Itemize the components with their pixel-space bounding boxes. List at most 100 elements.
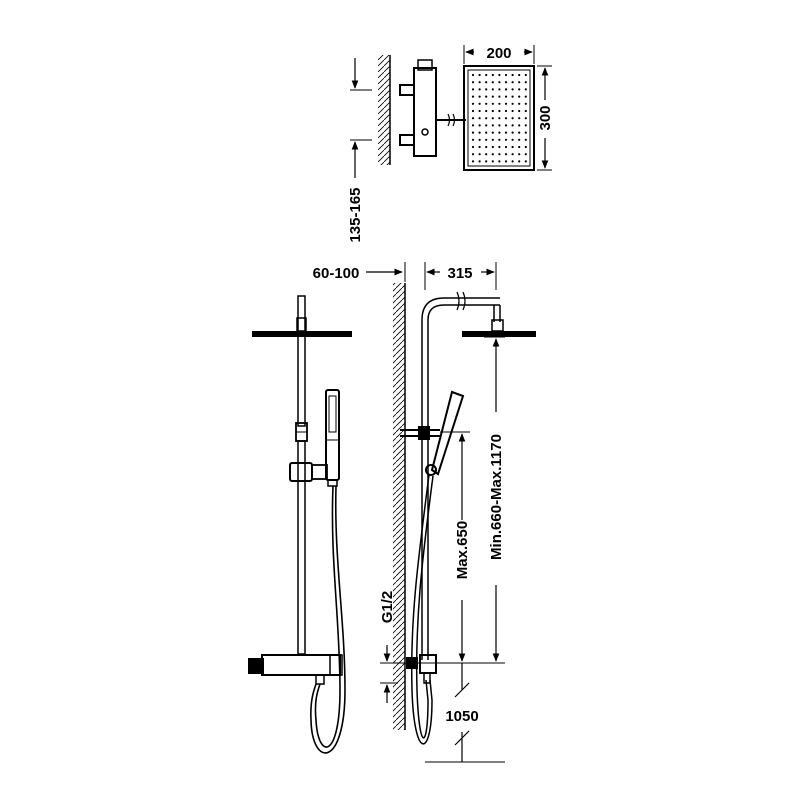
side-wall-hatch [393,283,405,730]
nozzle-dot [491,88,494,91]
dim-mount-height: 1050 [425,663,505,763]
dim-mount-height-label: 1050 [445,708,478,725]
nozzle-dot [524,145,527,149]
nozzle-dot [511,81,514,84]
nozzle-dot [491,124,494,127]
nozzle-dot [491,109,494,113]
dim-valve-spacing-label: 135-165 [347,187,364,242]
nozzle-dot [518,88,521,91]
nozzle-dot [524,109,527,113]
nozzle-dot [485,124,488,127]
nozzle-dot [518,124,521,127]
slider-bracket [289,462,328,482]
nozzle-dot [504,88,508,91]
nozzle-dot [504,160,508,163]
dim-column-height-label: Min.660-Max.1170 [488,434,505,560]
dim-column-height: Min.660-Max.1170 [484,336,505,662]
dim-inlet-thread: G1/2 [379,591,398,703]
nozzle-dot [478,124,481,127]
nozzle-dot [491,73,494,77]
nozzle-dot [478,117,481,120]
hand-shower-front [325,389,340,487]
shower-arm-side [421,297,500,321]
nozzle-dot [485,109,488,113]
nozzle-dot [511,88,514,91]
nozzle-dot [471,124,475,127]
hose-front [314,485,341,748]
nozzle-dot [498,124,501,127]
nozzle-dot [498,81,501,84]
nozzle-dot [491,160,494,163]
nozzle-dot [511,73,514,77]
nozzle-dot [471,109,475,113]
mixer-side [406,654,437,684]
nozzle-dot [471,131,475,134]
nozzle-dot [491,153,494,156]
nozzle-dot [511,117,514,120]
rain-head-front [252,331,352,337]
nozzle-dot [471,117,475,120]
nozzle-dot [471,153,475,156]
nozzle-dot [471,138,475,141]
nozzle-dot [498,95,501,98]
nozzle-dot [485,160,488,163]
dim-head-depth-label: 300 [537,105,554,130]
nozzle-dot [491,138,494,141]
nozzle-dot [504,117,508,120]
nozzle-dot [471,160,475,163]
nozzle-dot [498,138,501,141]
nozzle-dot [498,102,501,105]
side-view [393,283,536,745]
nozzle-dot [478,73,481,77]
nozzle-dot [485,153,488,156]
dim-arm-reach-label: 315 [447,265,472,282]
dim-head-width-label: 200 [486,45,511,62]
nozzle-dot [518,95,521,98]
column-lower [297,440,306,655]
nozzle-dot [518,102,521,105]
nozzle-dot [518,117,521,120]
nozzle-dot [504,95,508,98]
dim-wall-offset: 60-100 [313,262,406,282]
nozzle-dot [524,73,527,77]
nozzle-dot [524,117,527,120]
dim-handset-max: Max.650 [440,431,471,662]
hose-side [410,474,433,745]
nozzle-dot [511,95,514,98]
nozzle-dot [498,117,501,120]
nozzle-dot [485,88,488,91]
wall-bracket-side [400,426,440,440]
nozzle-dot [491,102,494,105]
nozzle-dot [471,145,475,149]
nozzle-dot [478,109,481,113]
top-view: 200 300 135-165 [347,45,554,243]
nozzle-dot [478,95,481,98]
nozzle-dot [491,145,494,149]
nozzle-dot [518,109,521,113]
nozzle-dot [491,117,494,120]
nozzle-grid [471,73,527,163]
nozzle-dot [504,109,508,113]
column-upper [297,295,306,427]
nozzle-dot [511,131,514,134]
dim-head-width: 200 [463,45,535,64]
nozzle-dot [478,81,481,84]
nozzle-dot [498,109,501,113]
rain-head-side [462,331,536,337]
nozzle-dot [498,73,501,77]
nozzle-dot [498,88,501,91]
dim-inlet-thread-label: G1/2 [379,591,396,624]
nozzle-dot [504,138,508,141]
nozzle-dot [471,81,475,84]
nozzle-dot [485,117,488,120]
dim-handset-max-label: Max.650 [454,521,471,579]
hand-shower-side [430,390,465,476]
dim-head-depth: 300 [537,65,554,171]
nozzle-dot [524,124,527,127]
nozzle-dot [485,81,488,84]
nozzle-dot [471,88,475,91]
nozzle-dot [478,102,481,105]
nozzle-dot [518,131,521,134]
nozzle-dot [485,145,488,149]
nozzle-dot [485,73,488,77]
